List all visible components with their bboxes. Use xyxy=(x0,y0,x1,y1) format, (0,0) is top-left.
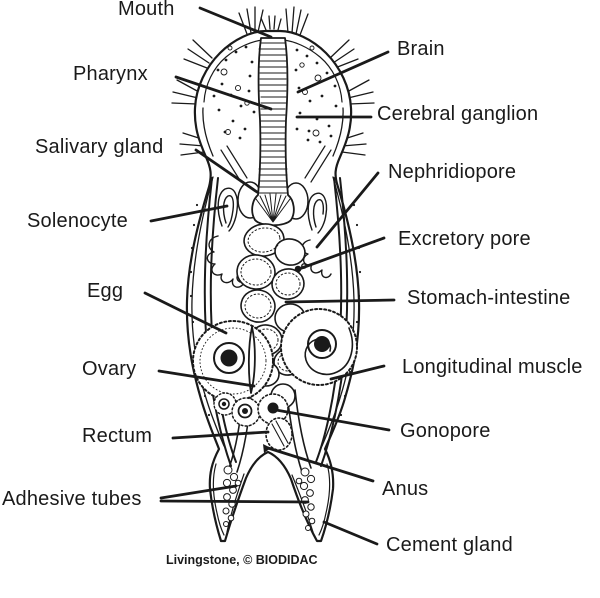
gonopore-leader-line xyxy=(274,408,391,432)
anus-leader-line xyxy=(266,446,375,483)
label-nephridiopore: Nephridiopore xyxy=(388,161,517,183)
label-cement-gland: Cement gland xyxy=(386,534,513,556)
credit-text: Livingstone, © BIODIDAC xyxy=(166,553,318,567)
label-ovary: Ovary xyxy=(82,358,137,380)
label-anus: Anus xyxy=(382,478,429,500)
solenocyte-leader-line xyxy=(149,204,229,223)
label-mouth: Mouth xyxy=(118,0,175,20)
label-excretory-pore: Excretory pore xyxy=(398,228,531,250)
leader-lines xyxy=(143,6,396,546)
label-pharynx: Pharynx xyxy=(73,63,148,85)
brain-leader-line xyxy=(296,50,390,94)
label-gonopore: Gonopore xyxy=(400,420,491,442)
salivary-gland-leader-line xyxy=(194,148,259,194)
label-solenocyte: Solenocyte xyxy=(27,210,128,232)
cilia-illustration xyxy=(171,6,375,156)
longitudinal-muscle-leader-line xyxy=(329,364,386,381)
nephridiopore-leader-line xyxy=(315,171,380,249)
egg-right-illustration xyxy=(280,308,358,386)
pharynx-illustration xyxy=(251,37,295,227)
adhesive-tubes-leader-line-upper xyxy=(159,484,238,500)
label-egg: Egg xyxy=(87,280,124,302)
label-brain: Brain xyxy=(397,38,445,60)
mouth-bristles-illustration xyxy=(260,15,282,31)
stomach-intestine-leader-line xyxy=(284,298,396,304)
egg-leader-line xyxy=(143,291,228,335)
ovary-illustration xyxy=(213,392,261,427)
mouth-leader-line xyxy=(198,6,273,39)
label-salivary-gland: Salivary gland xyxy=(35,136,164,158)
rectum-leader-line xyxy=(171,430,270,440)
cement-gland-illustration xyxy=(222,465,316,531)
ovary-leader-line xyxy=(157,369,256,388)
cement-gland-leader-line xyxy=(322,520,379,546)
adhesive-tubes-leader-line-lower xyxy=(159,499,310,504)
label-rectum: Rectum xyxy=(82,425,153,447)
label-adhesive-tubes: Adhesive tubes xyxy=(2,488,142,510)
body-stipple-illustration xyxy=(189,45,362,417)
excretory-pore-leader-line xyxy=(297,236,386,271)
label-longitudinal-muscle: Longitudinal muscle xyxy=(402,356,583,378)
label-stomach-intestine: Stomach-intestine xyxy=(407,287,571,309)
egg-left-illustration xyxy=(192,320,274,402)
label-cerebral-ganglion: Cerebral ganglion xyxy=(377,103,539,125)
pharynx-leader-line xyxy=(174,75,273,111)
